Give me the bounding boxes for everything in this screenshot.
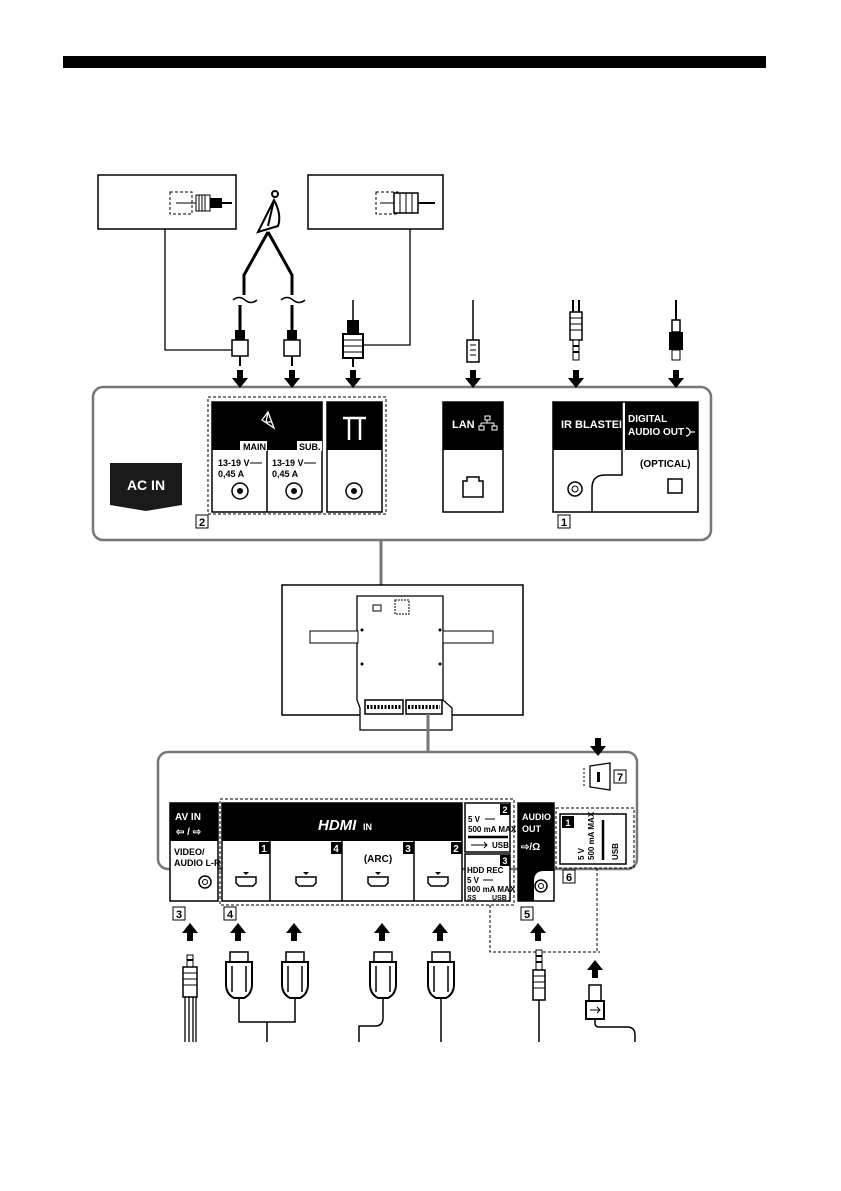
audio-out-panel: AUDIO OUT ⇨/Ω xyxy=(518,803,554,901)
callout-2-top: 2 xyxy=(196,515,208,529)
svg-text:500 mA MAX: 500 mA MAX xyxy=(587,811,596,860)
svg-text:2: 2 xyxy=(199,517,205,529)
svg-text:AC IN: AC IN xyxy=(127,477,165,493)
svg-text:AUDIO L-R: AUDIO L-R xyxy=(174,858,221,868)
svg-text:13-19 V: 13-19 V xyxy=(218,458,250,468)
usb-3-port-panel: 3 HDD REC 5 V 900 mA MAX SS USB xyxy=(465,854,516,902)
svg-text:LAN: LAN xyxy=(452,419,475,431)
svg-text:4: 4 xyxy=(333,844,339,855)
ir-blaster-plug xyxy=(570,300,582,360)
satellite-connector-detail xyxy=(98,175,236,229)
svg-text:3: 3 xyxy=(176,909,182,921)
svg-text:2: 2 xyxy=(502,805,507,815)
audio-out-plug xyxy=(533,950,545,1042)
svg-text:0,45 A: 0,45 A xyxy=(218,469,245,479)
svg-text:MAIN: MAIN xyxy=(243,442,266,452)
svg-text:AUDIO OUT: AUDIO OUT xyxy=(628,427,684,438)
callout-4: 4 xyxy=(224,907,236,921)
antenna-plug xyxy=(343,300,363,367)
svg-text:HDD REC: HDD REC xyxy=(467,866,504,875)
svg-text:⇨/Ω: ⇨/Ω xyxy=(521,842,540,853)
callout-7: 7 xyxy=(614,770,626,784)
callout-6: 6 xyxy=(563,870,575,884)
svg-text:5: 5 xyxy=(524,909,530,921)
svg-text:2: 2 xyxy=(453,844,459,855)
svg-text:SS: SS xyxy=(467,895,477,902)
lan-plug xyxy=(467,300,479,362)
usb-2-port-panel: 2 5 V 500 mA MAX USB xyxy=(465,803,517,852)
hdmi-cable-plug-2 xyxy=(282,952,308,1018)
detail-leader-right xyxy=(363,229,410,345)
lan-port-panel: LAN xyxy=(443,402,503,512)
svg-text:4: 4 xyxy=(227,909,234,921)
svg-text:7: 7 xyxy=(617,772,623,784)
satellite-plug-main xyxy=(232,232,268,366)
svg-text:5 V: 5 V xyxy=(467,876,480,885)
svg-text:6: 6 xyxy=(566,872,572,884)
header-bar xyxy=(63,56,766,68)
hdmi-cable-plug-3 xyxy=(359,952,396,1042)
svg-text:5 V: 5 V xyxy=(577,847,586,860)
svg-text:900 mA MAX: 900 mA MAX xyxy=(467,885,516,894)
svg-text:3: 3 xyxy=(502,856,507,866)
svg-text:1: 1 xyxy=(261,844,267,855)
svg-text:500 mA MAX: 500 mA MAX xyxy=(468,825,517,834)
svg-text:0,45 A: 0,45 A xyxy=(272,469,299,479)
top-insert-arrows xyxy=(232,370,684,388)
hdmi-cable-plug-4 xyxy=(428,952,454,1042)
satellite-plug-sub xyxy=(268,232,305,366)
hdmi-cable-plug-1 xyxy=(226,952,252,1018)
svg-text:AUDIO: AUDIO xyxy=(522,812,551,822)
svg-text:1: 1 xyxy=(565,818,570,828)
svg-text:USB: USB xyxy=(611,843,620,860)
tv-rear-view xyxy=(282,585,523,730)
usb-cable-plug xyxy=(586,985,635,1042)
svg-text:1: 1 xyxy=(561,517,567,529)
ir-blaster-panel: IR BLASTER DIGITAL AUDIO OUT (OPTICAL) xyxy=(553,402,698,512)
av-cable-plug xyxy=(183,955,197,1042)
callout-5: 5 xyxy=(521,907,533,921)
satellite-dish-icon-top xyxy=(258,191,279,232)
callout-1-top: 1 xyxy=(558,515,570,529)
svg-text:⇦ / ⇨: ⇦ / ⇨ xyxy=(175,827,202,838)
antenna-connector-detail xyxy=(308,175,443,229)
svg-text:13-19 V: 13-19 V xyxy=(272,458,304,468)
svg-text:(OPTICAL): (OPTICAL) xyxy=(640,459,691,470)
usb-1-port-panel: 1 5 V 500 mA MAX USB xyxy=(560,811,626,864)
detail-leader-left xyxy=(165,229,232,350)
satellite-input-panel: MAIN SUB. 13-19 V 0,45 A 13-19 V 0,45 A xyxy=(212,402,322,512)
svg-text:IN: IN xyxy=(363,822,372,832)
svg-text:VIDEO/: VIDEO/ xyxy=(174,847,205,857)
callout-3: 3 xyxy=(173,907,185,921)
svg-text:OUT: OUT xyxy=(522,824,542,834)
av-in-panel: AV IN ⇦ / ⇨ VIDEO/ AUDIO L-R xyxy=(170,803,221,901)
antenna-input-panel xyxy=(327,402,382,512)
hdmi-panel: HDMI IN 1 4 3 2 (ARC) xyxy=(222,803,462,901)
svg-text:5 V: 5 V xyxy=(468,815,481,824)
svg-text:DIGITAL: DIGITAL xyxy=(628,414,667,425)
svg-text:IR BLASTER: IR BLASTER xyxy=(561,419,627,431)
hdmi-cable-joint xyxy=(239,1018,295,1042)
ac-in-label: AC IN xyxy=(110,463,182,511)
svg-text:SUB.: SUB. xyxy=(299,442,321,452)
optical-plug xyxy=(669,300,683,360)
svg-text:USB: USB xyxy=(492,895,507,902)
svg-text:(ARC): (ARC) xyxy=(364,854,392,865)
svg-text:AV IN: AV IN xyxy=(175,812,201,823)
svg-text:HDMI: HDMI xyxy=(318,817,357,834)
svg-text:3: 3 xyxy=(405,844,411,855)
svg-text:USB: USB xyxy=(492,841,509,850)
